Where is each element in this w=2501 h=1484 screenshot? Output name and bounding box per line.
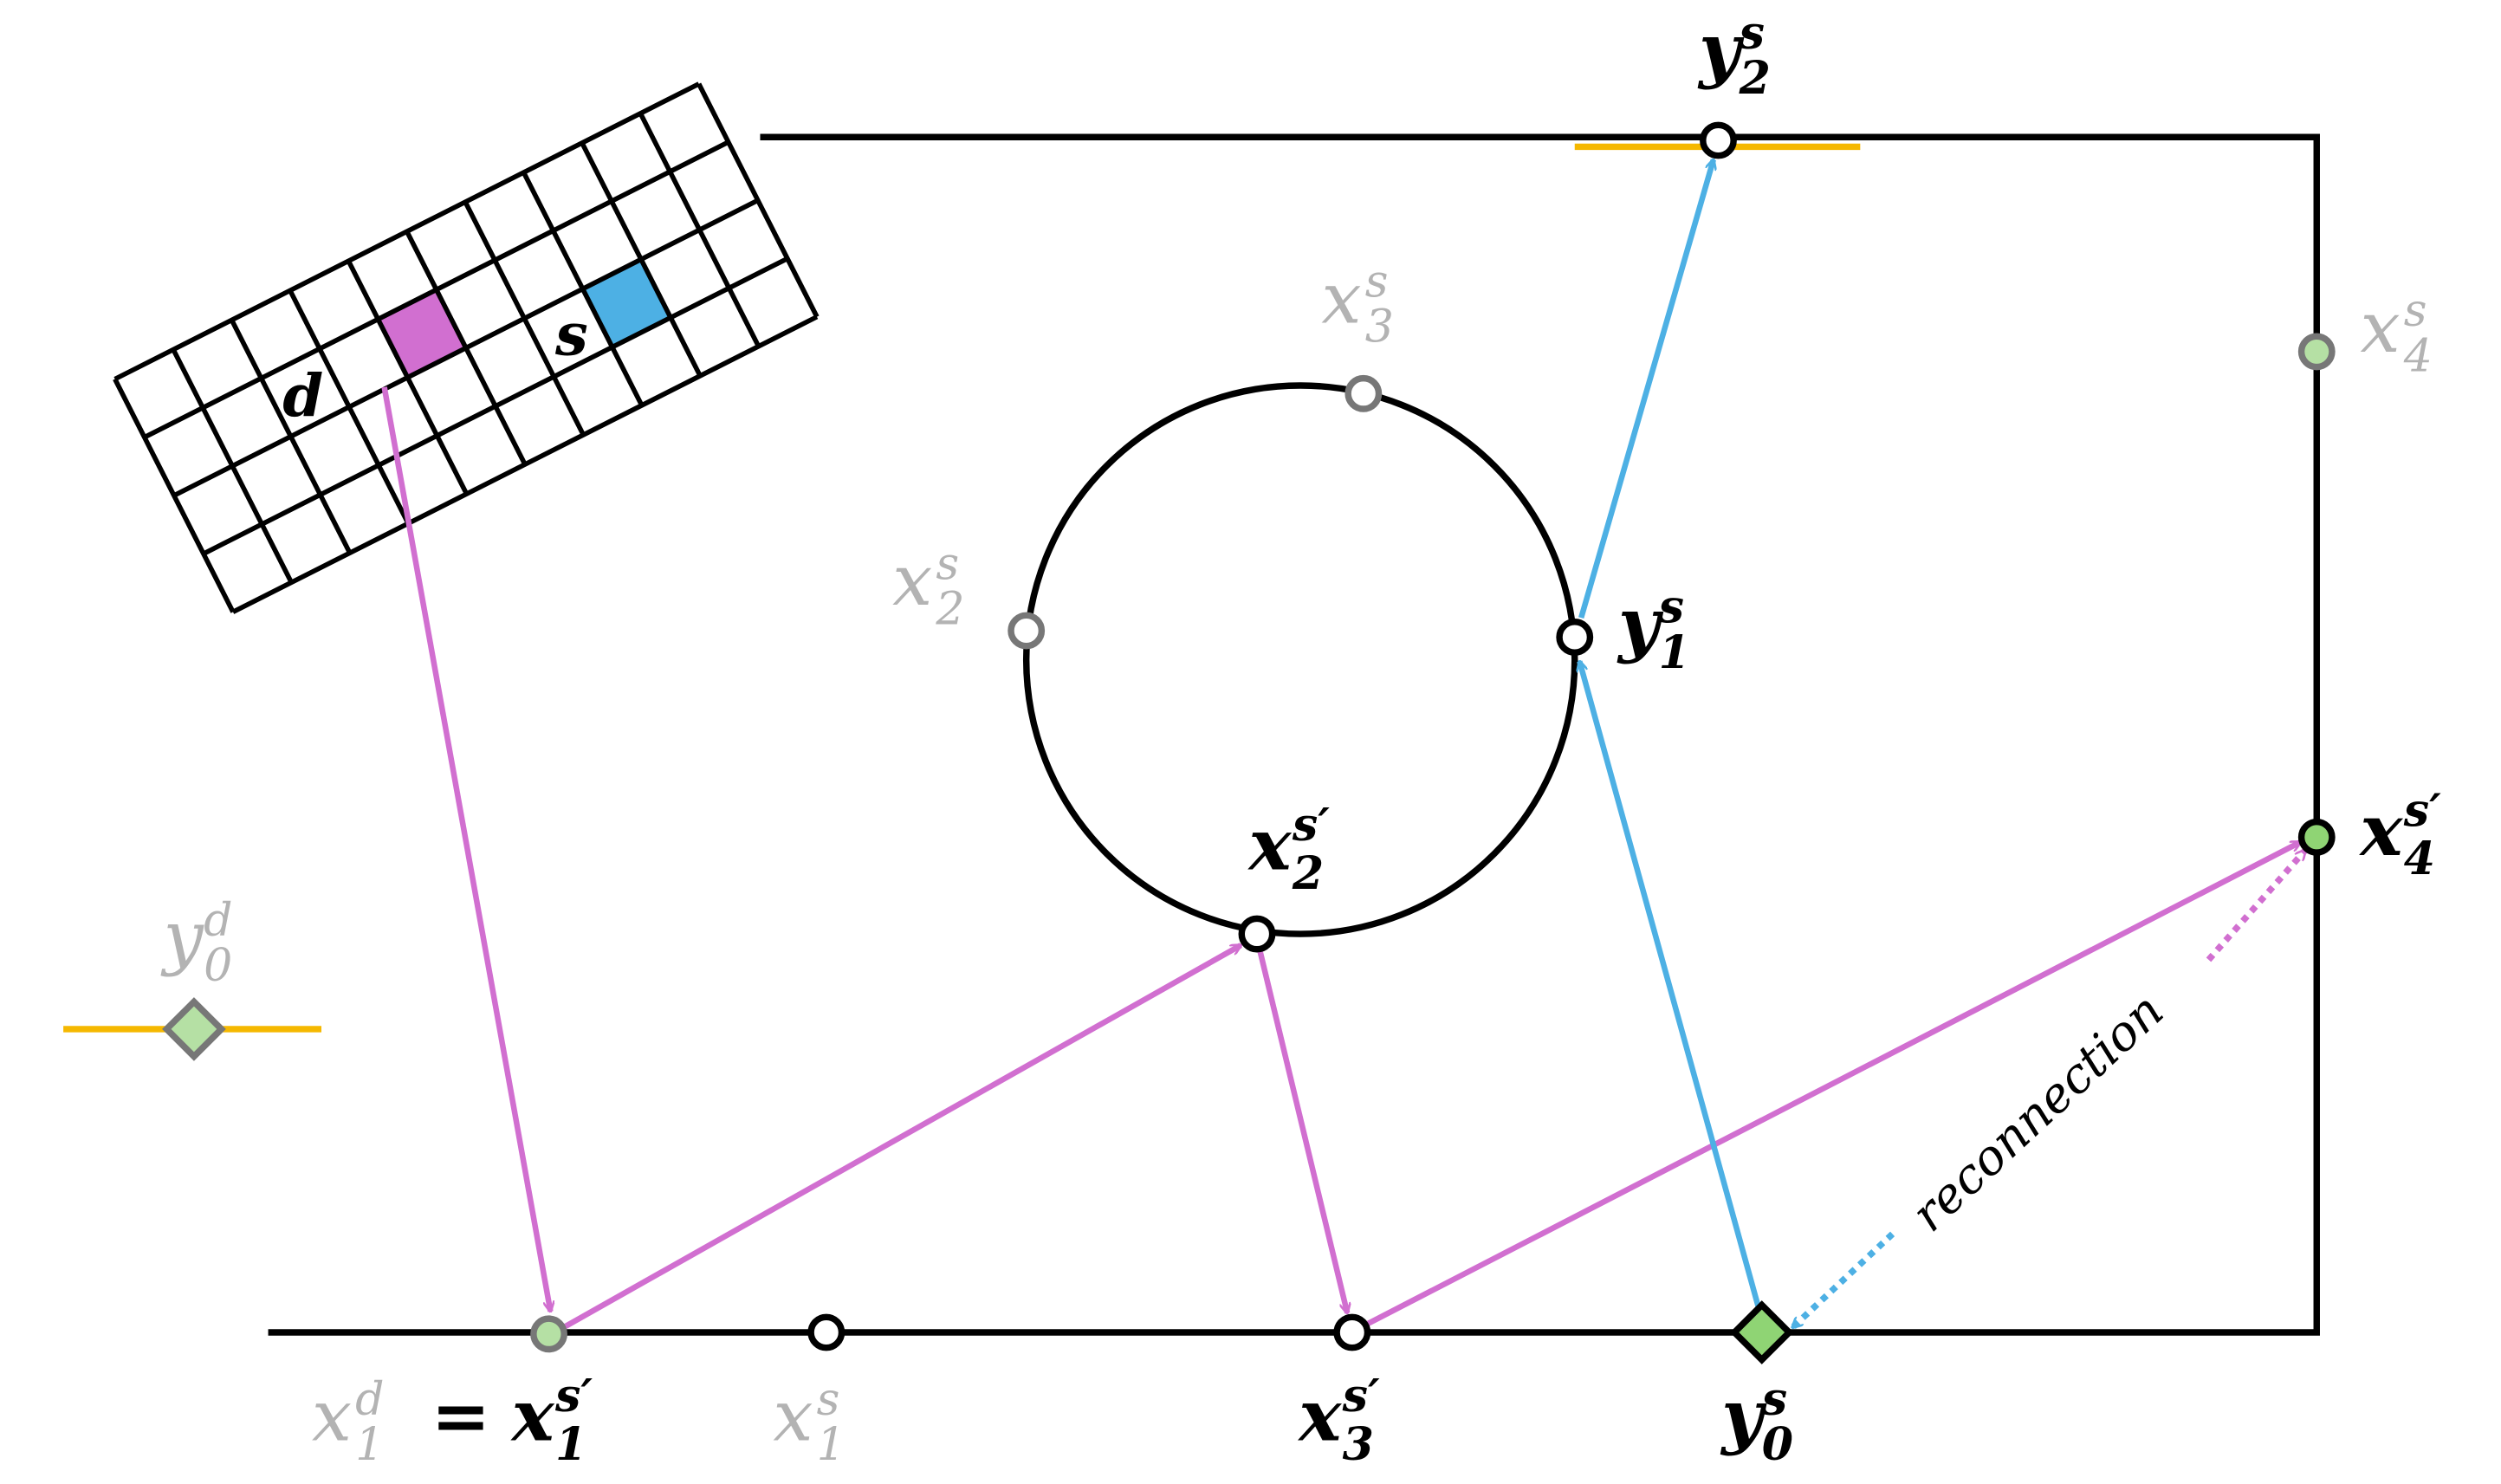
pixel-d-label: d (282, 361, 323, 430)
ray-y0-to-y1 (1579, 661, 1765, 1320)
svg-text:s: s (1365, 256, 1389, 308)
diamond-y0d (162, 997, 226, 1061)
sensor-grid-line (463, 200, 586, 437)
svg-text:y: y (160, 897, 205, 979)
pixel-s-label: s (554, 301, 588, 369)
svg-text:s′: s′ (2403, 784, 2441, 837)
vertex-x1d (530, 1315, 567, 1353)
svg-text:2: 2 (1739, 52, 1771, 105)
sensor-grid-line (580, 141, 703, 378)
svg-text:s′: s′ (1342, 1370, 1380, 1422)
svg-text:x: x (2359, 789, 2404, 872)
vertex-x4s (2297, 333, 2336, 371)
reconnection-label: reconnection (1901, 982, 2174, 1242)
sensor-grid-line (171, 348, 294, 584)
scene-wall (268, 133, 2320, 1336)
svg-text:s: s (1739, 7, 1765, 60)
sensor-grid-line (522, 171, 645, 407)
pixel-s (582, 259, 671, 347)
label-x1d: x d 1 (312, 1374, 385, 1471)
sensor-grid-line (638, 112, 761, 348)
svg-text:d: d (355, 1374, 384, 1426)
svg-text:s: s (1761, 1373, 1787, 1426)
svg-text:2: 2 (1292, 847, 1324, 900)
vertex-x3s (1344, 374, 1383, 412)
svg-text:x: x (1321, 257, 1361, 340)
svg-text:s′: s′ (554, 1370, 593, 1422)
label-x4sp: x s′ 4 (2359, 784, 2442, 885)
vertex-y1s (1556, 619, 1594, 656)
vertex-x4sp (2297, 818, 2336, 856)
label-x2s: x s 2 (892, 538, 964, 635)
svg-text:x: x (1297, 1375, 1342, 1458)
svg-text:1: 1 (355, 1419, 384, 1471)
label-x1s: x s 1 (773, 1374, 845, 1471)
ray-pixel-to-x1 (381, 386, 551, 1312)
svg-text:1: 1 (555, 1418, 586, 1471)
sensor-grid-line (288, 289, 411, 525)
svg-text:s: s (2404, 285, 2427, 337)
label-x1sp: x s′ 1 (510, 1370, 593, 1471)
svg-text:0: 0 (1762, 1418, 1793, 1471)
svg-text:1: 1 (1659, 626, 1690, 679)
ray-x1-to-x2sp (561, 943, 1241, 1331)
vertex-x1s (807, 1313, 846, 1351)
label-x4s: x s 4 (2361, 285, 2433, 382)
sensor-grid-line (697, 82, 820, 318)
svg-text:x: x (773, 1376, 813, 1458)
svg-text:y: y (1720, 1375, 1767, 1458)
svg-text:s′: s′ (1292, 799, 1330, 852)
svg-text:s: s (936, 538, 959, 590)
ray-y1-to-y2 (1578, 159, 1714, 619)
circle-object (1022, 382, 1578, 937)
svg-text:x: x (892, 540, 932, 622)
label-y2s: y s 2 (1697, 7, 1771, 105)
label-x2sp: x s′ 2 (1247, 799, 1331, 900)
label-y1s: y s 1 (1617, 581, 1690, 679)
vertex-x2sp (1238, 915, 1276, 953)
svg-text:4: 4 (2403, 330, 2433, 382)
sensor-grid-line (113, 378, 236, 613)
sensor-grid-line (405, 230, 528, 466)
vertex-x3sp (1333, 1313, 1371, 1351)
pixel-d (378, 289, 466, 378)
svg-text:2: 2 (935, 584, 964, 636)
vertex-x2s (1008, 612, 1046, 650)
svg-text:4: 4 (2404, 833, 2435, 885)
label-equals: = (431, 1375, 491, 1458)
sensor-grid-line (229, 319, 353, 554)
svg-text:s: s (1658, 581, 1684, 634)
reconnection-link-blue (1792, 1231, 1895, 1327)
label-y0d: y d 0 (160, 895, 233, 992)
svg-text:x: x (2361, 287, 2401, 369)
svg-text:y: y (1697, 9, 1745, 92)
ray-x3sp-to-x4sp (1365, 839, 2301, 1327)
svg-text:x: x (1247, 804, 1293, 887)
vertex-y2s (1700, 121, 1737, 159)
svg-text:3: 3 (1343, 1418, 1374, 1471)
label-y0s: y s 0 (1720, 1373, 1793, 1471)
svg-text:0: 0 (204, 940, 232, 992)
svg-text:x: x (510, 1375, 555, 1458)
svg-text:=: = (431, 1375, 491, 1458)
sensor-grid-line (346, 260, 470, 496)
svg-text:d: d (204, 895, 232, 947)
sensor-grid: ds (113, 81, 820, 614)
label-x3s: x s 3 (1321, 256, 1393, 353)
reconnection-link-magenta (2206, 850, 2309, 962)
diamond-y0s (1729, 1300, 1794, 1364)
ray-x2sp-to-x3sp (1257, 950, 1348, 1313)
svg-text:y: y (1617, 583, 1664, 666)
svg-text:x: x (312, 1376, 352, 1458)
svg-text:s: s (817, 1374, 840, 1426)
svg-text:1: 1 (817, 1419, 846, 1471)
svg-text:3: 3 (1365, 301, 1394, 353)
label-x3sp: x s′ 3 (1297, 1370, 1380, 1471)
